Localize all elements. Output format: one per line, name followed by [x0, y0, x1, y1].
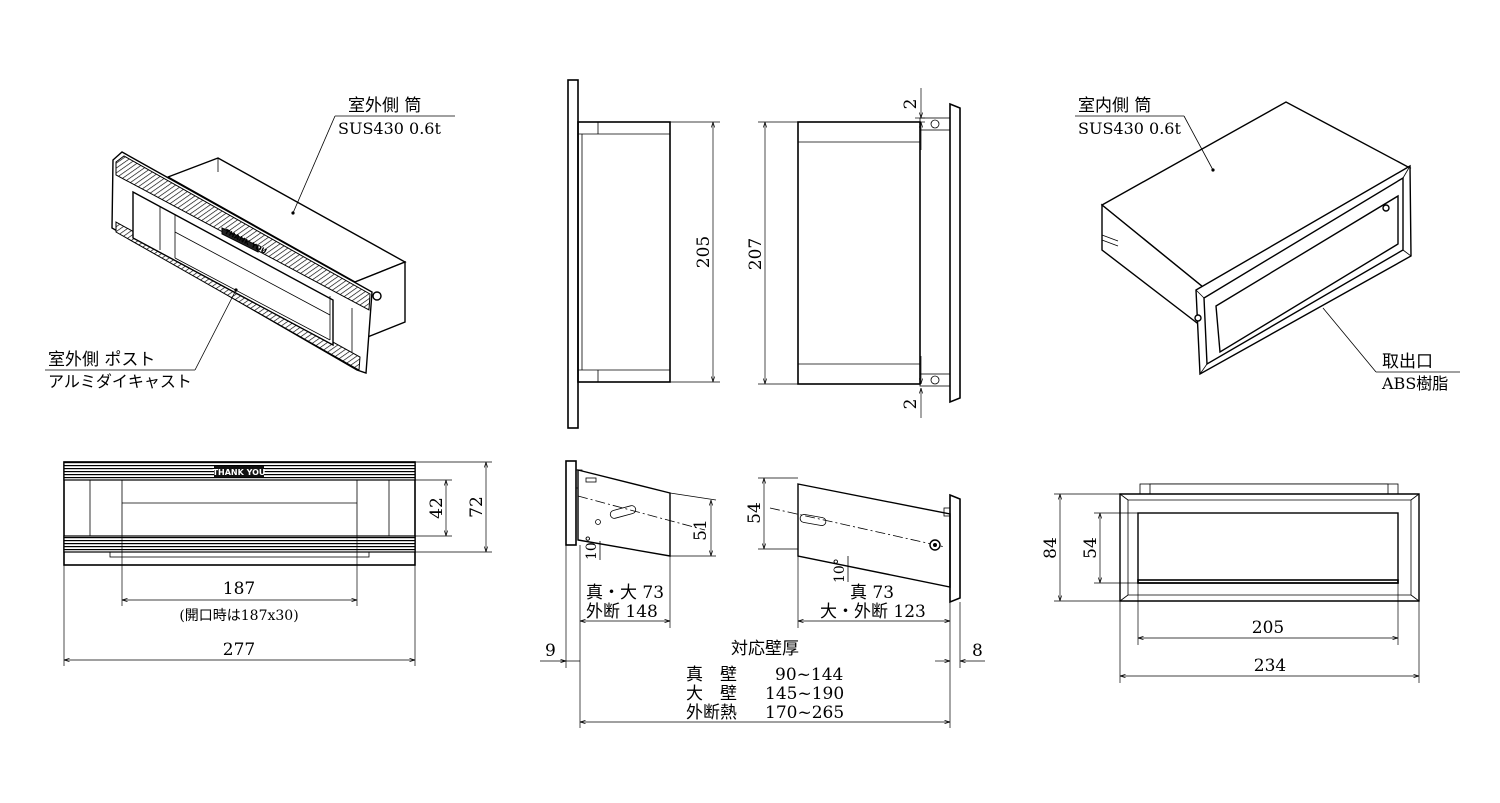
outer-sleeve-title: 室外側 筒 [348, 96, 421, 116]
side-section-right [797, 102, 961, 404]
right-spec-2: 大・外断 123 [820, 602, 926, 622]
outer-post-title: 室外側 ポスト [48, 350, 155, 370]
indoor-sleeve-isometric [1100, 101, 1412, 376]
dim-277: 277 [223, 640, 255, 660]
outer-post-spec: アルミダイキャスト [48, 372, 192, 391]
dim-8: 8 [972, 641, 983, 661]
dim-2-top: 2 [901, 99, 921, 110]
left-spec-1: 真・大 73 [586, 583, 664, 603]
dim-51: 51 [691, 519, 711, 541]
tilted-section-right [769, 483, 961, 604]
dim-72: 72 [467, 496, 487, 518]
dim-54-front: 54 [1081, 537, 1101, 559]
front-plate-text: THANK YOU [213, 468, 266, 477]
outlet-spec: ABS樹脂 [1381, 374, 1448, 393]
dim-10-left: 10° [584, 535, 600, 560]
dim-234: 234 [1254, 656, 1286, 676]
dim-2-bottom: 2 [901, 399, 921, 410]
dim-54-side: 54 [745, 502, 765, 524]
dim-84: 84 [1041, 537, 1061, 559]
dim-9: 9 [545, 641, 556, 661]
inner-sleeve-spec: SUS430 0.6t [1078, 119, 1181, 138]
wall-type-0: 真 壁 [686, 665, 737, 685]
inner-sleeve-title: 室内側 筒 [1078, 96, 1151, 116]
outlet-title: 取出口 [1382, 352, 1433, 372]
front-elevation: THANK YOU [63, 461, 416, 566]
left-spec-2: 外断 148 [586, 602, 658, 622]
dim-205-side: 205 [694, 236, 714, 268]
wall-range-1: 145~190 [765, 684, 844, 704]
wall-table: 真 壁 90~144 大 壁 145~190 外断熱 170~265 [686, 665, 844, 723]
outdoor-post-isometric: THANK YOU [111, 151, 407, 374]
wall-range-0: 90~144 [775, 665, 843, 685]
wall-title: 対応壁厚 [731, 639, 799, 659]
dim-207-side: 207 [746, 238, 766, 270]
wall-type-1: 大 壁 [686, 684, 737, 704]
wall-range-2: 170~265 [765, 703, 844, 723]
outlet-front-view [1119, 483, 1420, 602]
wall-type-2: 外断熱 [686, 703, 737, 723]
dim-205-front: 205 [1252, 618, 1284, 638]
side-section-left [567, 79, 671, 429]
dim-10-right: 10° [832, 558, 848, 583]
opening-note: (開口時は187x30) [179, 608, 298, 624]
dim-42: 42 [427, 497, 447, 519]
right-spec-1: 真 73 [850, 583, 894, 603]
dim-187: 187 [223, 579, 255, 599]
outer-sleeve-spec: SUS430 0.6t [338, 119, 441, 138]
